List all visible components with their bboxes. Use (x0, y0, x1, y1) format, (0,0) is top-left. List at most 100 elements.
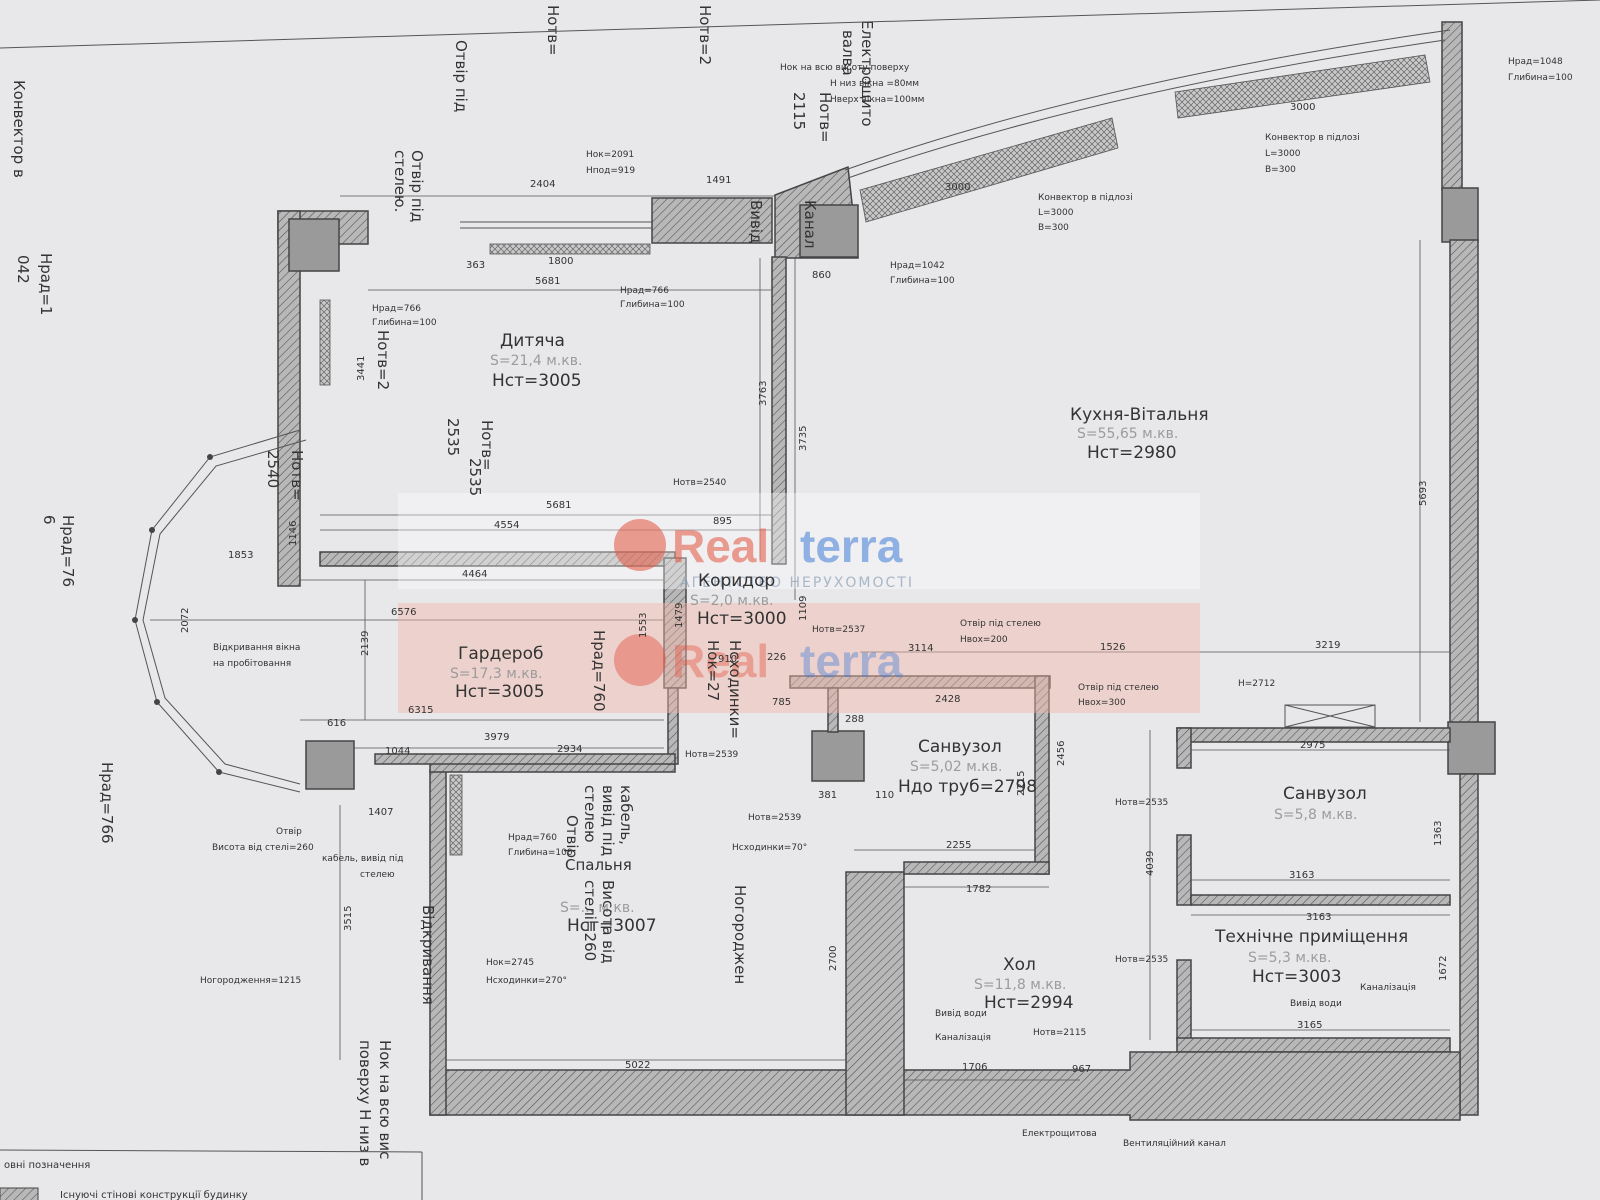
plan-label: 3735 (798, 426, 809, 451)
plan-label: овні позначення (4, 1159, 90, 1171)
plan-label: Відкривання (419, 905, 437, 1005)
plan-label: вивід під (599, 785, 617, 856)
plan-label: Висота від (599, 880, 617, 964)
plan-label: 2934 (557, 744, 582, 755)
plan-label: 2255 (946, 840, 971, 851)
plan-label: 3441 (356, 356, 367, 381)
plan-label: 2404 (530, 179, 555, 190)
plan-label: 967 (1072, 1064, 1091, 1075)
plan-label: Нок=2091 (586, 150, 634, 160)
room-hall-name: Хол (1003, 955, 1036, 975)
brand-b: terra (800, 520, 903, 572)
plan-label: 3515 (343, 906, 354, 931)
plan-label: L=3000 (1265, 149, 1301, 159)
wall-right-low (1459, 773, 1479, 1116)
room-bath1-name: Санвузол (918, 737, 1002, 757)
plan-label: 3763 (758, 381, 769, 406)
plan-label: 6 (40, 515, 58, 525)
brand-a-2: Real (672, 635, 769, 687)
dimension-lines (150, 195, 1450, 1081)
plan-label: 3000 (1290, 102, 1315, 113)
plan-label: 5022 (625, 1060, 650, 1071)
brand-tagline: АГЕНТСТВО НЕРУХОМОСТІ (680, 575, 914, 591)
plan-label: Електрощито (858, 20, 876, 127)
plan-label: 1706 (962, 1062, 987, 1073)
plan-label: Нрад=1 (37, 253, 55, 315)
plan-label: 2072 (180, 608, 191, 633)
plan-label: Нрад=1048 (1508, 57, 1563, 67)
plan-label: Глибина=100 (508, 848, 573, 858)
plan-label: Нотв=2540 (673, 478, 727, 488)
plan-label: 6315 (408, 705, 433, 716)
plan-label: Нотв=2 (374, 330, 392, 390)
wall-bath1-top (789, 675, 1051, 689)
plan-label: 1526 (1100, 642, 1125, 653)
convector-2 (1174, 54, 1431, 119)
plan-label: 910 (718, 654, 737, 665)
plan-label: 895 (713, 516, 732, 527)
column-right-low (1447, 721, 1496, 775)
plan-label: 3163 (1306, 912, 1331, 923)
plan-label: 3165 (1297, 1020, 1322, 1031)
room-corridor-height: Нст=3000 (697, 609, 787, 629)
plan-label: 1800 (548, 256, 573, 267)
plan-label: Глибина=100 (372, 318, 437, 328)
plan-label: Нотв= (288, 450, 306, 501)
plan-label: 042 (14, 255, 32, 284)
plan-label: 363 (466, 260, 485, 271)
plan-label: 110 (875, 790, 894, 801)
plan-label: Н низ вікна =80мм (830, 79, 919, 89)
room-wardrobe-area: S=17,3 м.кв. (450, 666, 542, 682)
shaft-column (799, 204, 859, 258)
plan-label: валва (839, 30, 857, 76)
room-bedroom-height: Нст=3007 (567, 916, 657, 936)
plan-label: Відкривання вікна (213, 643, 300, 653)
plan-label: 3219 (1315, 640, 1340, 651)
plan-label: Вивід (747, 200, 765, 243)
room-tech-name: Технічне приміщення (1214, 927, 1408, 947)
wall-wardrobe-bottom (374, 753, 676, 765)
wall-right-mid (1449, 239, 1479, 741)
room-bath2-area: S=5,8 м.кв. (1274, 807, 1358, 823)
plan-label: Глибина=100 (1508, 73, 1573, 83)
plan-label: кабель, вивід під (322, 854, 403, 864)
brand-a: Real (672, 520, 769, 572)
wall-bath1-bottom (903, 861, 1050, 875)
plan-label: Отвір (563, 815, 581, 858)
plan-label: Канал (801, 200, 819, 248)
plan-label: Нок на всю висоту поверху (780, 63, 910, 73)
plan-label: Нотв=2539 (685, 750, 739, 760)
plan-label: Нрад=766 (98, 762, 116, 844)
hatch-box (1284, 704, 1376, 728)
plan-label: 2139 (360, 631, 371, 656)
plan-label: Нотв= (544, 5, 562, 56)
brand-b-2: terra (800, 635, 903, 687)
plan-label: 2456 (1056, 741, 1067, 766)
plan-label: 1363 (1433, 821, 1444, 846)
room-wardrobe-name: Гардероб (458, 644, 543, 664)
plan-label: Вивід води (1290, 999, 1342, 1009)
plan-label: Конвектор в підлозі (1038, 193, 1133, 203)
plan-label: Нок=27 (704, 640, 722, 701)
room-kitchen-area: S=55,65 м.кв. (1077, 426, 1178, 442)
plan-label: Глибина=100 (890, 276, 955, 286)
column-bedroom (305, 740, 355, 790)
plan-label: 616 (327, 718, 346, 729)
radiator-bedroom (449, 774, 463, 856)
logo-icon (614, 519, 666, 571)
plan-label: Нсходинки=270° (486, 976, 567, 986)
plan-label: Нотв=2115 (1033, 1028, 1086, 1038)
plan-label: Глибина=100 (620, 300, 685, 310)
plan-label: поверху Н низ в (356, 1040, 374, 1166)
plan-label: 226 (767, 652, 786, 663)
plan-label: Нрад=76 (59, 515, 77, 587)
plan-label: Нок=2745 (486, 958, 534, 968)
plan-label: Нрад=766 (372, 304, 421, 314)
plan-label: Конвектор в (10, 80, 28, 178)
wall-bath2-bottom (1190, 894, 1451, 906)
room-corridor-name: Коридор (698, 571, 775, 591)
wall-hall-left (845, 871, 905, 1116)
plan-label: Нсходинки= (726, 640, 744, 739)
room-hall-area: S=11,8 м.кв. (974, 977, 1066, 993)
plan-label: 4039 (1145, 851, 1156, 876)
